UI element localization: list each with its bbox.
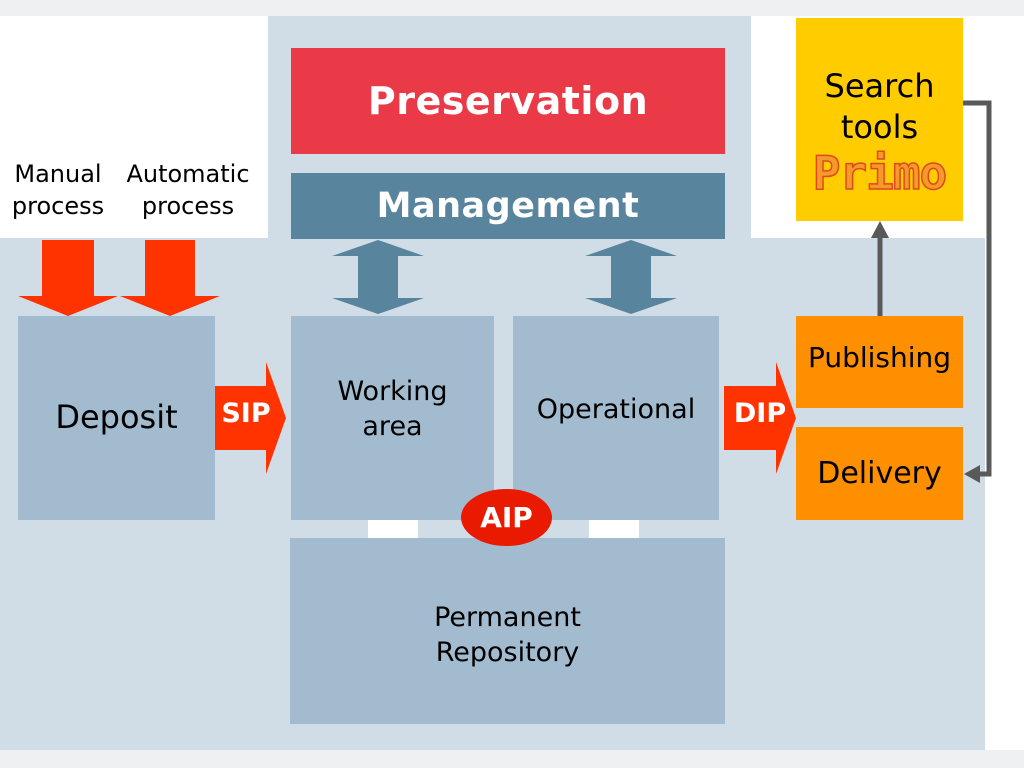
search-to-delivery-line <box>963 100 992 477</box>
aip-badge: AIP <box>461 489 552 546</box>
dip-arrow <box>724 362 796 474</box>
operational-double-arrow <box>585 240 677 314</box>
automatic-down-arrow <box>120 240 220 316</box>
top-strip <box>0 0 1024 16</box>
delivery-box: Delivery <box>796 427 963 520</box>
management-box: Management <box>291 173 725 239</box>
primo-logo: Primo <box>812 145 948 200</box>
sip-arrow <box>214 362 286 474</box>
working-double-arrow <box>332 240 424 314</box>
deposit-box: Deposit <box>18 316 215 520</box>
dip-label: DIP <box>733 398 787 429</box>
search-to-delivery-arrowhead <box>964 465 980 483</box>
publishing-box: Publishing <box>796 316 963 408</box>
preservation-box: Preservation <box>291 48 725 154</box>
manual-down-arrow <box>18 240 118 316</box>
publishing-to-search-arrowhead <box>871 221 889 238</box>
sip-label: SIP <box>221 398 271 429</box>
bottom-strip <box>0 750 1024 768</box>
operational-box: Operational <box>513 316 719 520</box>
